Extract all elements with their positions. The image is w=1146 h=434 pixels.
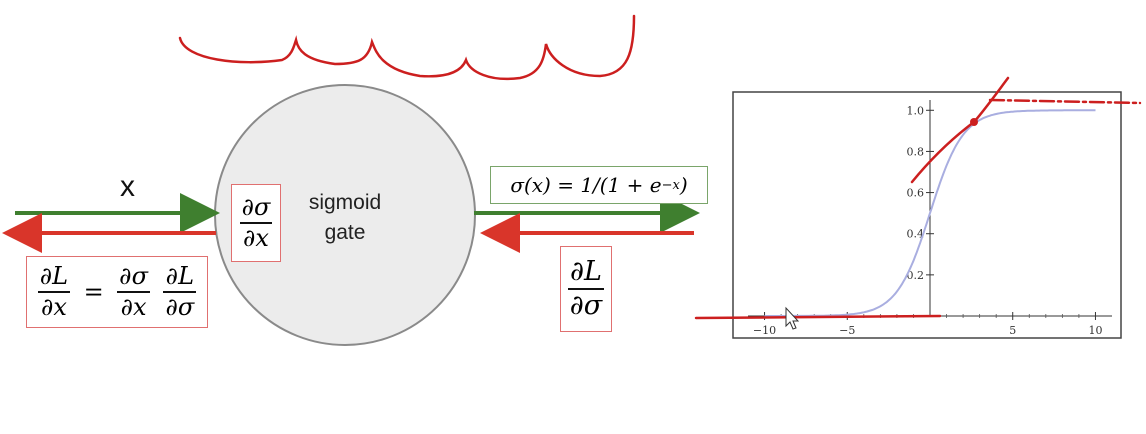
hand-drawn-tangent-point (970, 118, 978, 126)
chain-rule-lhs-numerator: ∂L (39, 261, 69, 290)
y-tick-label: 0.6 (907, 187, 925, 200)
y-tick-label: 1.0 (907, 104, 925, 117)
chain-rule-equals: = (83, 278, 104, 306)
x-tick-label: 10 (1088, 324, 1102, 337)
x-tick-label: 5 (1009, 324, 1016, 337)
output-formula-close: ) (679, 173, 688, 197)
local-gradient-box: ∂σ ∂x (231, 184, 281, 262)
chain-rule-term1-numerator: ∂σ (119, 261, 148, 290)
upstream-gradient-box: ∂L ∂σ (560, 246, 612, 332)
hand-drawn-left-asymptote (694, 314, 942, 320)
sigmoid-plot: −10 −5 5 10 0.2 0.4 0.6 0.8 1.0 (748, 100, 1112, 337)
chain-rule-term2-denominator: ∂σ (165, 293, 195, 321)
upstream-gradient-denominator: ∂σ (569, 290, 603, 321)
handwritten-brace-annotation (178, 14, 636, 81)
local-gradient-denominator: ∂x (243, 224, 269, 252)
output-formula: σ(x) = 1/(1 + e (510, 173, 662, 197)
hand-drawn-right-asymptote (988, 98, 1142, 105)
chain-rule-lhs-denominator: ∂x (40, 293, 67, 321)
chain-rule-term1-denominator: ∂x (120, 293, 147, 321)
y-tick-label: 0.2 (907, 269, 925, 282)
chain-rule-term2-numerator: ∂L (165, 261, 195, 290)
gate-label-line1: sigmoid (308, 191, 382, 214)
mouse-cursor-icon (785, 306, 800, 330)
sigmoid-curve (764, 109, 1096, 317)
output-formula-box: σ(x) = 1/(1 + e−x) (490, 166, 708, 204)
input-label: x (120, 170, 135, 203)
gate-label: sigmoid gate (290, 188, 400, 248)
sigmoid-plot-frame (732, 91, 1122, 339)
y-tick-label: 0.8 (907, 145, 925, 158)
upstream-gradient-numerator: ∂L (570, 255, 602, 287)
local-gradient-numerator: ∂σ (241, 192, 271, 221)
x-tick-label: −10 (753, 324, 776, 337)
gate-label-line2: gate (324, 221, 366, 244)
chain-rule-box: ∂L ∂x = ∂σ ∂x ∂L ∂σ (26, 256, 208, 328)
x-tick-label: −5 (839, 324, 855, 337)
y-tick-label: 0.4 (907, 228, 925, 241)
output-formula-exponent: −x (661, 177, 680, 193)
